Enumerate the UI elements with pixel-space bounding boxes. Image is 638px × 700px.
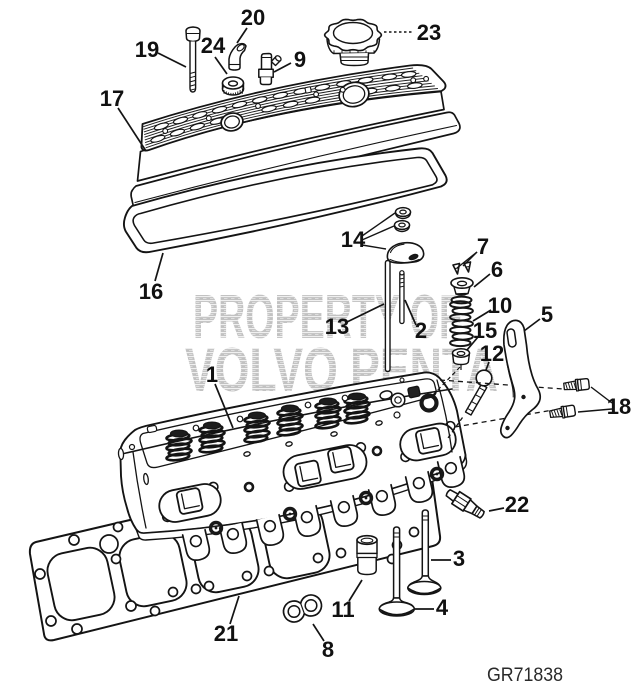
- svg-text:18: 18: [607, 394, 631, 419]
- svg-text:PROPERTY OF: PROPERTY OF: [193, 283, 462, 352]
- svg-text:5: 5: [541, 302, 553, 327]
- svg-text:20: 20: [241, 5, 265, 30]
- svg-text:21: 21: [214, 621, 238, 646]
- svg-text:GR71838: GR71838: [487, 665, 563, 686]
- svg-text:12: 12: [480, 341, 504, 366]
- svg-text:16: 16: [139, 279, 163, 304]
- svg-text:1: 1: [206, 362, 218, 387]
- svg-text:14: 14: [341, 227, 366, 252]
- svg-text:2: 2: [415, 318, 427, 343]
- svg-text:17: 17: [100, 86, 124, 111]
- svg-text:22: 22: [505, 492, 529, 517]
- svg-text:23: 23: [417, 20, 441, 45]
- svg-text:6: 6: [491, 257, 503, 282]
- svg-text:10: 10: [488, 293, 512, 318]
- svg-text:24: 24: [201, 33, 226, 58]
- svg-text:19: 19: [135, 37, 159, 62]
- svg-text:11: 11: [331, 597, 354, 622]
- svg-text:15: 15: [473, 318, 497, 343]
- svg-text:8: 8: [322, 637, 334, 662]
- svg-text:3: 3: [453, 546, 465, 571]
- svg-text:13: 13: [325, 314, 349, 339]
- svg-text:9: 9: [294, 47, 306, 72]
- svg-text:PROPERTY OF: PROPERTY OF: [193, 283, 462, 352]
- svg-text:4: 4: [436, 595, 449, 620]
- svg-text:7: 7: [477, 234, 489, 259]
